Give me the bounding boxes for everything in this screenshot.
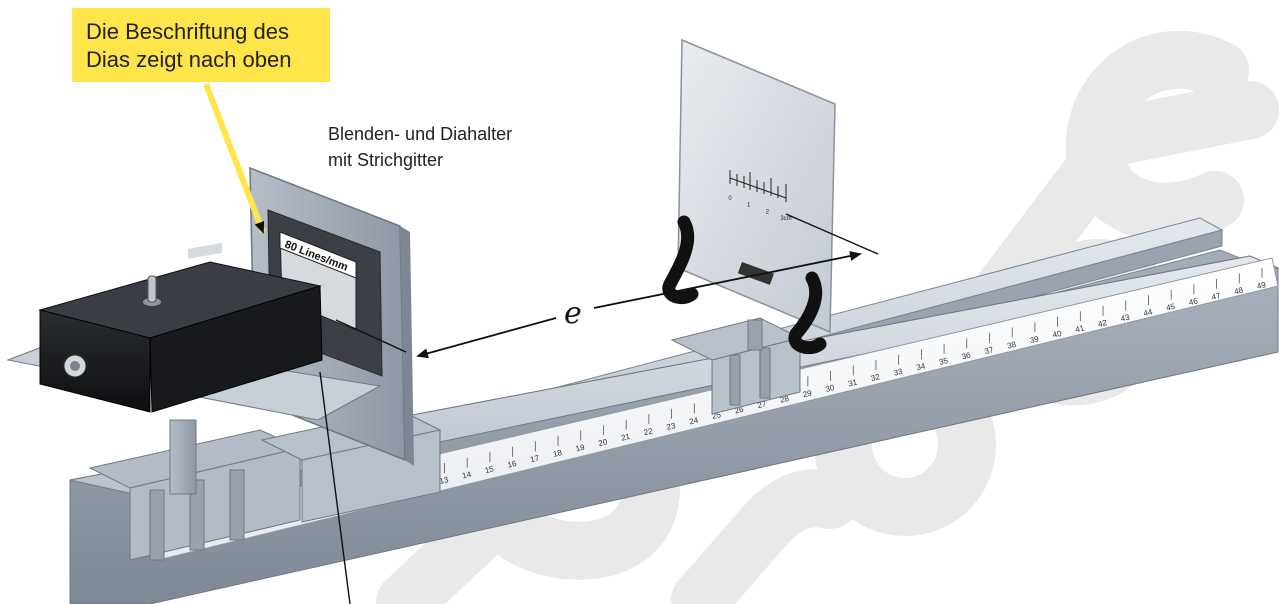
- power-socket-icon: [63, 354, 87, 378]
- screen-ruler-label: 2: [766, 209, 770, 215]
- bench-scale-number: 14: [461, 470, 472, 481]
- bench-scale-number: 17: [529, 453, 540, 464]
- holder-label-line-2: mit Strichgitter: [328, 150, 444, 170]
- bench-scale-number: 45: [1165, 302, 1176, 313]
- screen-clip-right: [788, 271, 827, 355]
- bench-scale-number: 42: [1097, 318, 1108, 329]
- bench-scale-number: 37: [984, 345, 995, 356]
- screen-ruler: [729, 170, 787, 202]
- screen-clip-left: [662, 215, 699, 305]
- bench-scale-number: 18: [552, 448, 563, 459]
- bench-scale-number: 16: [507, 459, 518, 470]
- bench-scale-number: 46: [1188, 296, 1199, 307]
- screen-ruler-label: 0: [728, 196, 732, 202]
- lamp-housing: [38, 242, 323, 413]
- screen-ruler-labels: 0 1 2 3cm: [728, 196, 791, 222]
- callout-line-2: Dias zeigt nach oben: [86, 47, 292, 72]
- holder-label: Blenden- und Diahalter mit Strichgitter: [328, 121, 512, 173]
- holder-label-line-1: Blenden- und Diahalter: [328, 124, 513, 144]
- bench-scale-number: 44: [1143, 307, 1154, 318]
- bench-scale-number: 47: [1211, 291, 1222, 302]
- screen-ruler-label: 1: [747, 203, 751, 209]
- distance-label: e: [564, 296, 582, 331]
- screen-post: [747, 319, 763, 351]
- lamp-post: [169, 419, 197, 495]
- screen-rider: [670, 317, 802, 415]
- bench-scale-number: 21: [620, 432, 631, 443]
- bench-scale-number: 24: [688, 415, 699, 426]
- screen-ruler-label: 3cm: [780, 216, 791, 222]
- orientation-callout: Die Beschriftung des Dias zeigt nach obe…: [72, 8, 330, 82]
- distance-arrow-right: [593, 251, 862, 309]
- bottom-leader-line: [319, 371, 351, 604]
- holder-leader-line: [335, 319, 407, 353]
- bench-scale-number: 25: [711, 410, 722, 421]
- bench-scale-number: 26: [734, 405, 745, 416]
- bench-scale-number: 27: [756, 399, 767, 410]
- bench-scale-number: 35: [938, 356, 949, 367]
- screen-brand-label: [737, 262, 774, 285]
- bench-scale-number: 15: [484, 464, 495, 475]
- bench-scale-number: 29: [802, 388, 813, 399]
- bench-scale-number: 23: [666, 421, 677, 432]
- bench-scale-number: 30: [825, 383, 836, 394]
- bench-scale-number: 19: [575, 443, 586, 454]
- distance-arrow-left: [416, 317, 557, 359]
- bench-scale-number: 33: [893, 367, 904, 378]
- bench-scale-number: 22: [643, 426, 654, 437]
- toggle-switch-icon: [143, 275, 161, 306]
- bench-scale-number: 28: [779, 394, 790, 405]
- bench-scale-number: 38: [1006, 340, 1017, 351]
- bench-scale-number: 43: [1120, 313, 1131, 324]
- bench-scale-number: 13: [439, 475, 450, 486]
- bench-scale-number: 40: [1052, 329, 1063, 340]
- bench-scale-number: 41: [1074, 323, 1085, 334]
- callout-pointer: [203, 82, 266, 234]
- bench-scale-number: 34: [915, 361, 926, 372]
- bench-scale-number: 36: [961, 350, 972, 361]
- bench-scale-number: 39: [1029, 334, 1040, 345]
- bench-scale-number: 20: [598, 437, 609, 448]
- screen-leader-line: [785, 213, 879, 255]
- bench-scale-number: 48: [1233, 285, 1244, 296]
- bench-scale-number: 32: [870, 372, 881, 383]
- bench-scale-number: 31: [847, 378, 858, 389]
- callout-line-1: Die Beschriftung des: [86, 19, 289, 44]
- bench-scale-number: 49: [1256, 280, 1267, 291]
